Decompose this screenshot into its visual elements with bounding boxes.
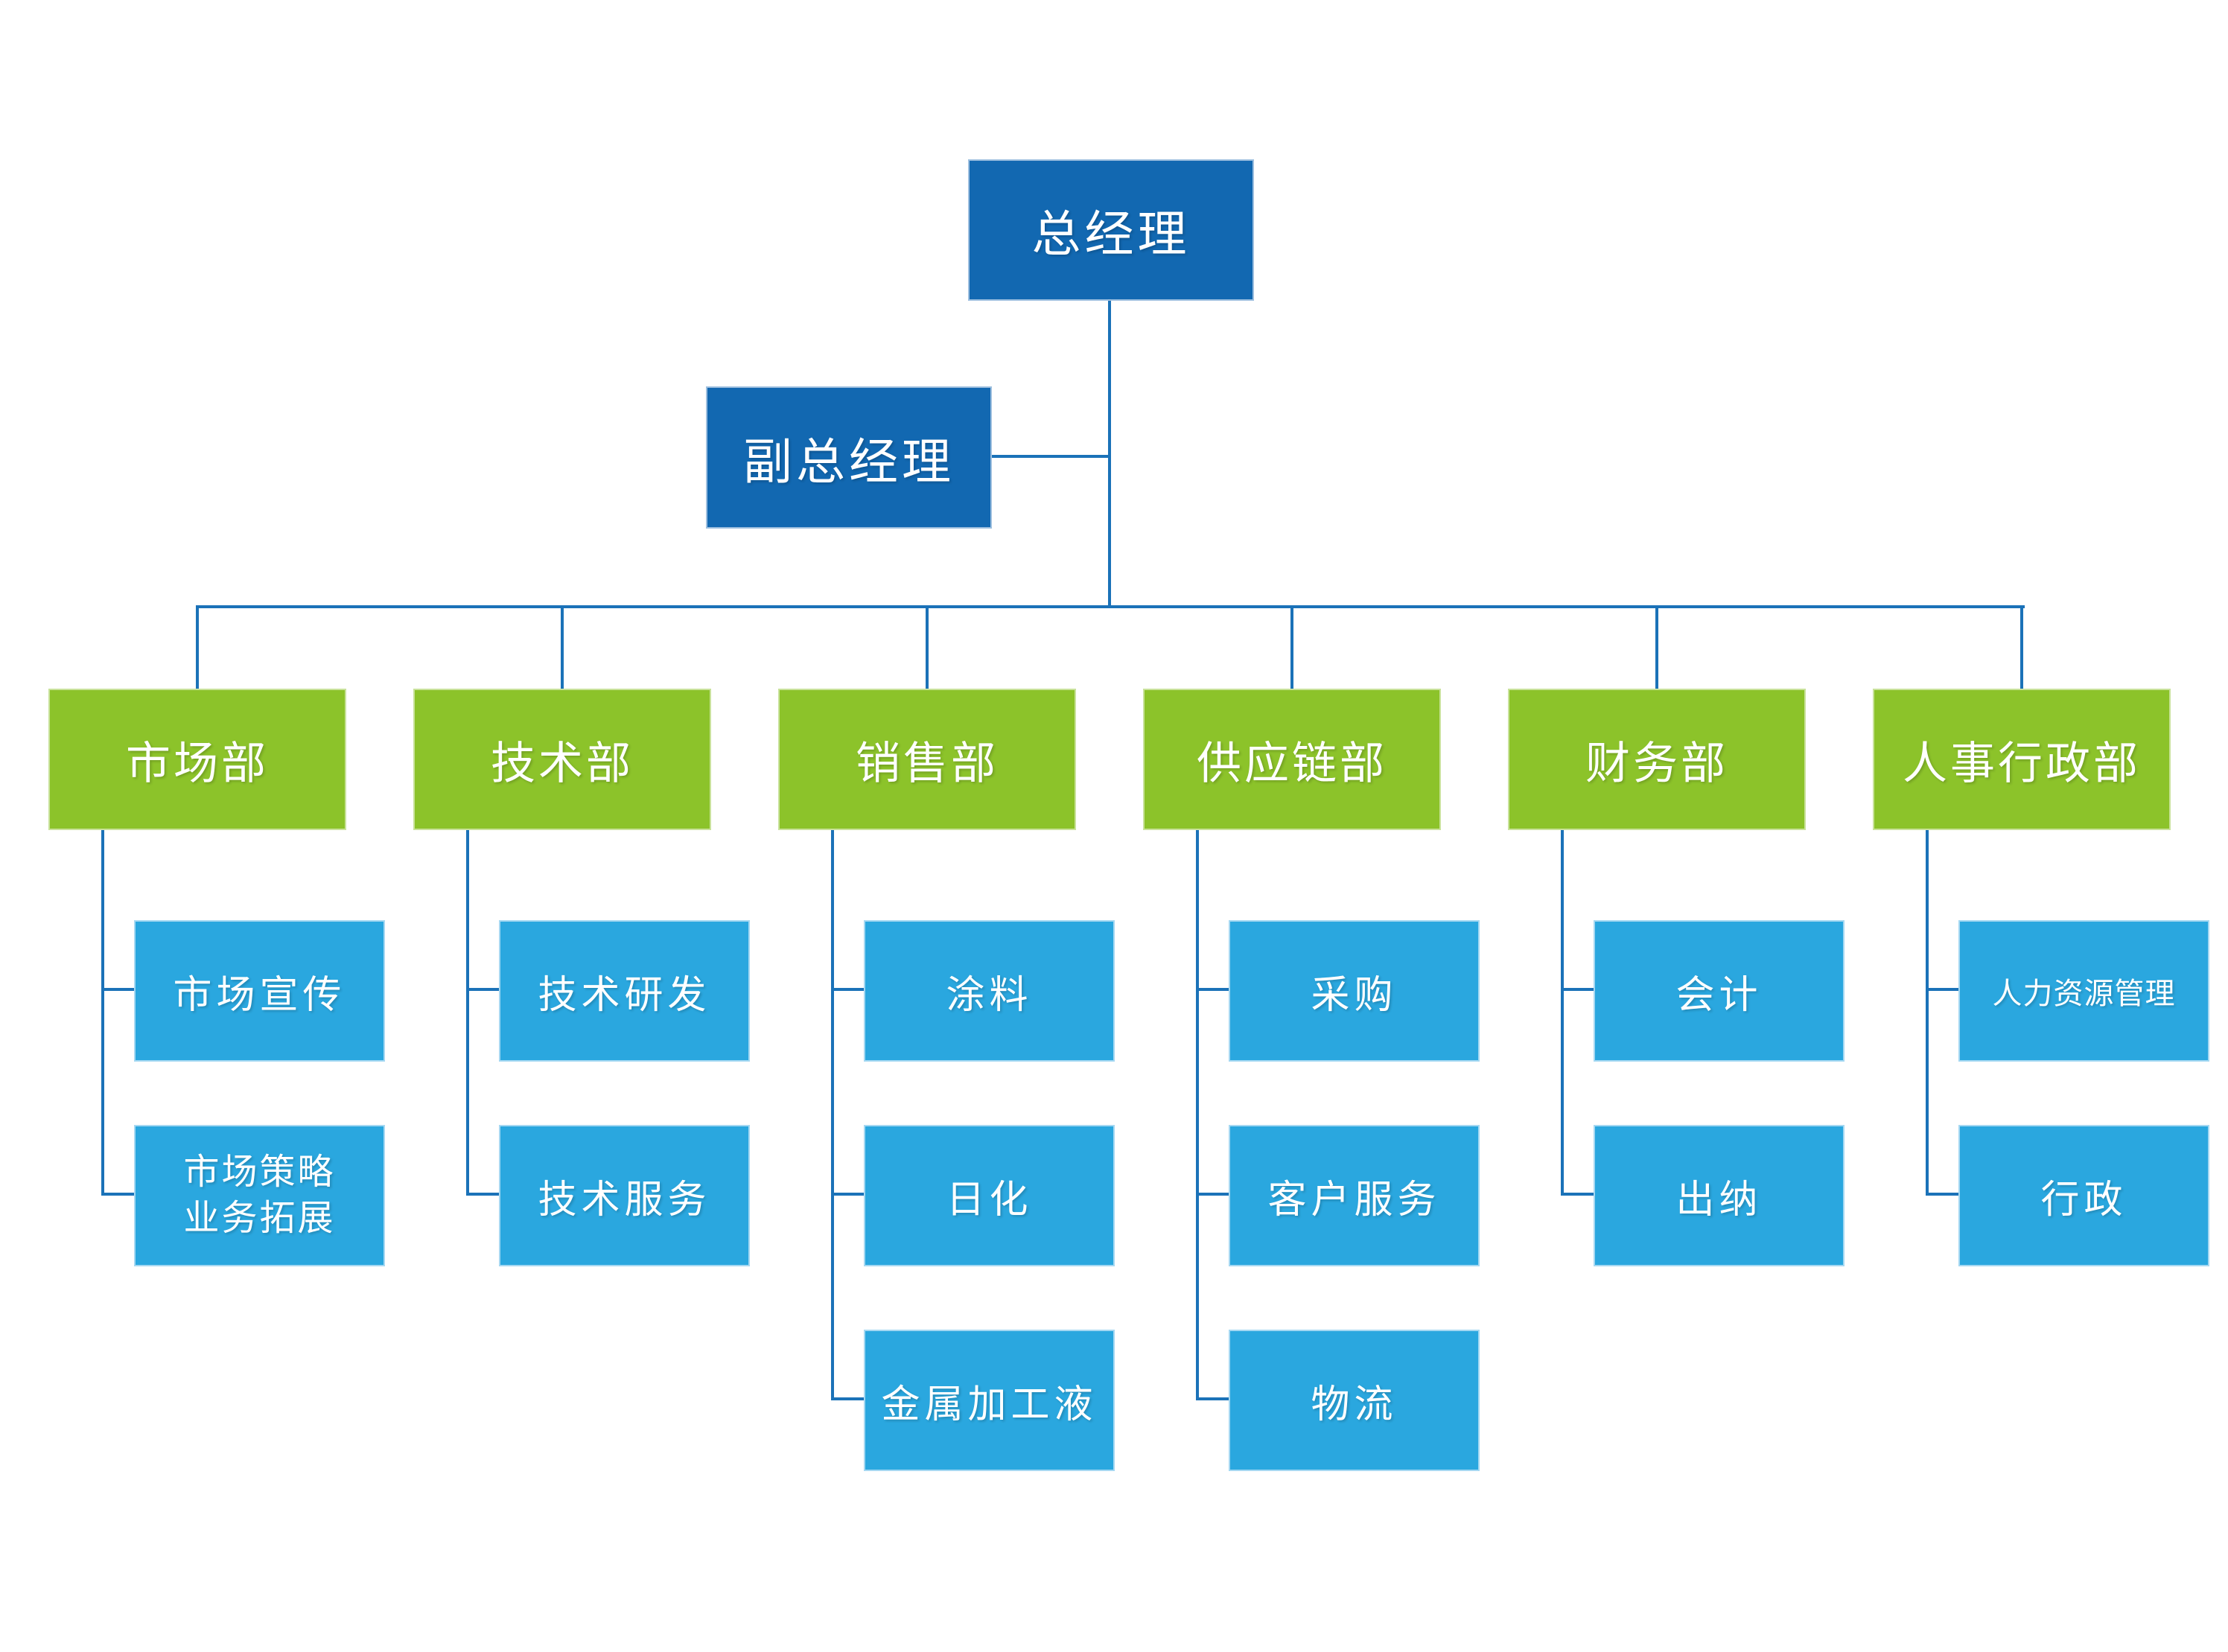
org-node-deputy-general-manager: 副总经理 [706, 386, 992, 529]
org-node-unit: 出纳 [1594, 1125, 1845, 1266]
org-node-unit: 市场宣传 [134, 920, 385, 1062]
connector-child-stub [1196, 988, 1229, 991]
connector-child-stub [1926, 988, 1958, 991]
connector-dept-vertical [1196, 830, 1199, 1400]
connector-child-stub [466, 988, 499, 991]
org-node-label: 采购 [1311, 973, 1398, 1017]
org-node-label: 总经理 [1031, 206, 1191, 261]
connector-dept-vertical [101, 830, 104, 1196]
org-node-label: 市场策略 业务拓展 [183, 1152, 336, 1238]
org-node-unit: 金属加工液 [864, 1330, 1115, 1471]
org-node-department: 销售部 [778, 689, 1076, 830]
connector-child-stub [1196, 1193, 1229, 1196]
connector-child-stub [1561, 1193, 1594, 1196]
connector-child-stub [1196, 1397, 1229, 1400]
connector-dept-drop [1655, 605, 1658, 689]
org-node-general-manager: 总经理 [968, 159, 1254, 301]
org-node-department: 市场部 [48, 689, 346, 830]
connector-deputy-stub [992, 455, 1110, 458]
org-node-unit: 人力资源管理 [1958, 920, 2209, 1062]
org-node-label: 市场部 [126, 738, 269, 788]
org-node-label: 销售部 [856, 738, 999, 788]
connector-dept-vertical [1561, 830, 1564, 1196]
org-node-unit: 市场策略 业务拓展 [134, 1125, 385, 1266]
org-node-label: 副总经理 [743, 433, 955, 489]
org-node-unit: 涂料 [864, 920, 1115, 1062]
connector-child-stub [1561, 988, 1594, 991]
org-node-label: 技术研发 [538, 973, 711, 1017]
connector-dept-drop [196, 605, 199, 689]
org-node-label: 会计 [1675, 973, 1763, 1017]
connector-child-stub [466, 1193, 499, 1196]
org-node-unit: 会计 [1594, 920, 1845, 1062]
org-node-label: 金属加工液 [881, 1382, 1098, 1426]
connector-child-stub [831, 1397, 864, 1400]
connector-child-stub [101, 1193, 134, 1196]
org-node-label: 出纳 [1675, 1178, 1763, 1222]
org-node-label: 人事行政部 [1903, 738, 2141, 788]
org-node-unit: 技术服务 [499, 1125, 750, 1266]
org-node-label: 供应链部 [1197, 738, 1387, 788]
org-node-label: 人力资源管理 [1992, 978, 2176, 1010]
connector-dept-drop [926, 605, 929, 689]
connector-root-vertical [1108, 301, 1111, 608]
org-node-label: 物流 [1311, 1382, 1398, 1426]
org-node-label: 技术部 [491, 738, 634, 788]
org-node-unit: 技术研发 [499, 920, 750, 1062]
connector-distribution-horizontal [196, 605, 2025, 608]
org-node-department: 技术部 [413, 689, 711, 830]
org-node-unit: 物流 [1229, 1330, 1480, 1471]
connector-dept-vertical [1926, 830, 1929, 1196]
org-node-unit: 采购 [1229, 920, 1480, 1062]
org-node-unit: 行政 [1958, 1125, 2209, 1266]
org-node-label: 市场宣传 [173, 973, 346, 1017]
org-node-label: 客户服务 [1267, 1178, 1441, 1222]
connector-child-stub [831, 1193, 864, 1196]
org-node-label: 日化 [946, 1178, 1033, 1222]
connector-dept-drop [1290, 605, 1293, 689]
org-node-unit: 客户服务 [1229, 1125, 1480, 1266]
connector-child-stub [101, 988, 134, 991]
connector-dept-drop [2020, 605, 2023, 689]
connector-dept-drop [561, 605, 564, 689]
org-node-label: 财务部 [1585, 738, 1728, 788]
connector-child-stub [1926, 1193, 1958, 1196]
org-node-unit: 日化 [864, 1125, 1115, 1266]
org-node-department: 人事行政部 [1873, 689, 2171, 830]
connector-child-stub [831, 988, 864, 991]
org-node-label: 行政 [2040, 1178, 2127, 1222]
org-node-department: 财务部 [1508, 689, 1806, 830]
connector-dept-vertical [466, 830, 469, 1196]
org-node-label: 技术服务 [538, 1178, 711, 1222]
org-node-department: 供应链部 [1143, 689, 1441, 830]
connector-dept-vertical [831, 830, 834, 1400]
org-node-label: 涂料 [946, 973, 1033, 1017]
